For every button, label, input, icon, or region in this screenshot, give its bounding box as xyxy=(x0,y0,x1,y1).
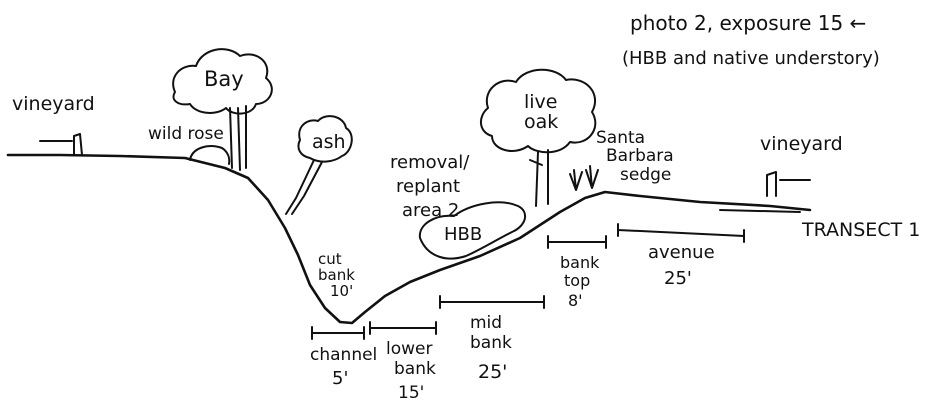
zone-lower-bank-name: lower xyxy=(386,339,432,359)
vineyard-post-left xyxy=(40,134,82,155)
label-removal-1: removal/ xyxy=(390,152,470,173)
zone-bar-avenue xyxy=(618,224,744,242)
zone-avenue-name: avenue xyxy=(648,242,715,263)
label-live-oak-2: oak xyxy=(524,111,558,133)
header-line-2: (HBB and native understory) xyxy=(622,48,880,69)
zone-bar-mid-bank xyxy=(440,296,544,308)
zone-bank-top-length: 8' xyxy=(568,291,583,310)
sedge-plants xyxy=(570,166,598,190)
zone-mid-bank-name: mid xyxy=(470,313,502,333)
zone-lower-bank-sub: bank xyxy=(394,359,436,379)
bay-tree-trunk xyxy=(230,106,246,170)
zone-bar-bank-top xyxy=(548,236,606,248)
label-sedge-3: sedge xyxy=(620,165,671,185)
zone-channel-length: 5' xyxy=(332,368,348,389)
label-ash: ash xyxy=(312,131,346,153)
label-sedge-1: Santa xyxy=(596,128,645,148)
zone-bar-channel xyxy=(312,327,364,339)
label-live-oak-1: live xyxy=(524,91,558,113)
label-transect: TRANSECT 1 xyxy=(801,219,920,241)
label-bay: Bay xyxy=(204,67,244,91)
zone-lower-bank-length: 15' xyxy=(398,383,424,403)
label-vineyard-left: vineyard xyxy=(12,93,95,115)
label-cut-bank-3: 10' xyxy=(330,282,353,300)
header-line-1: photo 2, exposure 15 ← xyxy=(630,11,866,35)
label-sedge-2: Barbara xyxy=(606,146,674,166)
zone-mid-bank-sub: bank xyxy=(470,333,512,353)
vineyard-post-right xyxy=(767,172,810,196)
zone-avenue-length: 25' xyxy=(664,268,692,289)
label-removal-3: area 2 xyxy=(402,200,459,221)
zone-bank-top-sub: top xyxy=(564,271,590,290)
live-oak-trunk xyxy=(530,150,548,206)
zone-channel-name: channel xyxy=(310,345,377,365)
label-wild-rose: wild rose xyxy=(148,124,224,144)
zone-bar-lower-bank xyxy=(370,322,436,334)
zone-bank-top-name: bank xyxy=(560,253,600,272)
label-removal-2: replant xyxy=(396,176,460,197)
zone-mid-bank-length: 25' xyxy=(478,361,507,383)
transect-line xyxy=(720,210,800,212)
ash-tree-trunk xyxy=(286,160,322,214)
label-hbb: HBB xyxy=(444,224,482,245)
label-vineyard-right: vineyard xyxy=(760,133,843,155)
